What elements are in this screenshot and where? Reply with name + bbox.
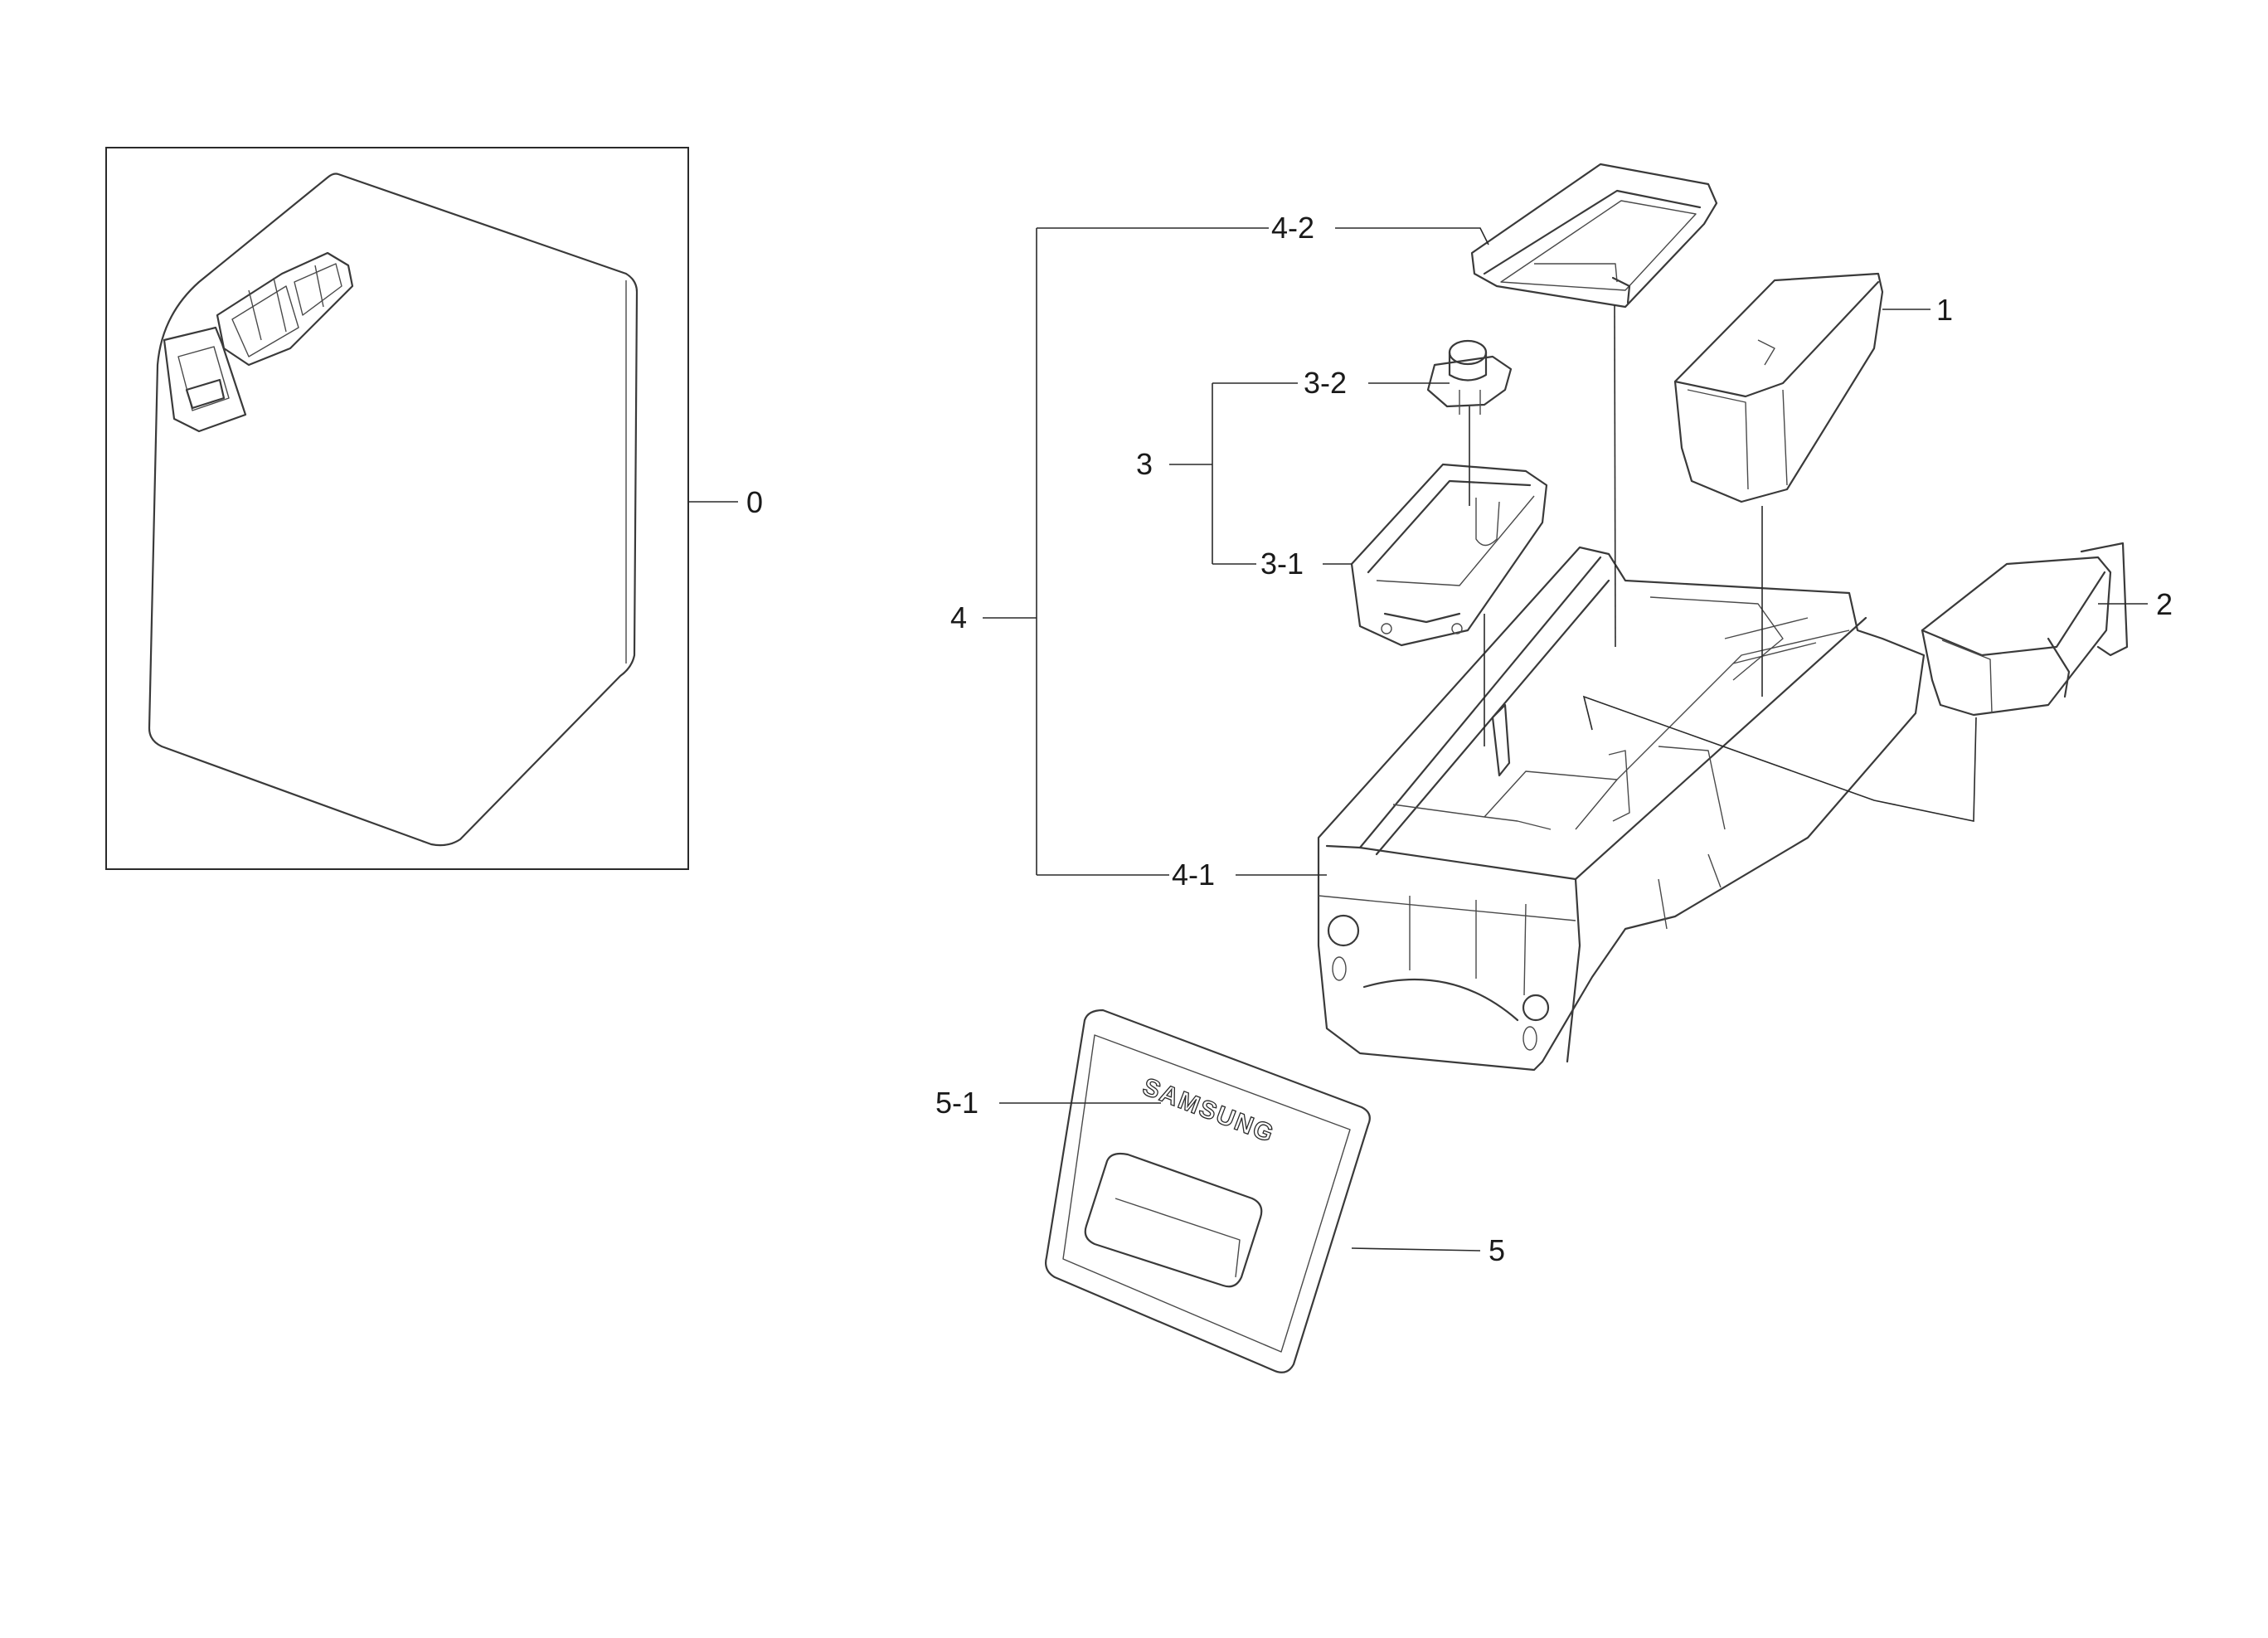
callout-labels: 0 1 2 3 3-1 3-2 4 4-1 4-2 5 5-1 — [746, 211, 2173, 1267]
callout-2: 2 — [2156, 587, 2173, 621]
part-3-2-cap — [1426, 339, 1513, 415]
part-1-bin — [1673, 272, 1884, 503]
part-4-2-tray — [1470, 163, 1718, 309]
callout-3-1: 3-1 — [1260, 547, 1304, 581]
part-4-1-housing — [1317, 546, 1926, 1072]
callout-1: 1 — [1936, 293, 1953, 327]
callout-0: 0 — [746, 485, 763, 519]
samsung-logo: SAMSUNG — [1139, 1073, 1278, 1149]
part-5-panel: SAMSUNG — [1045, 1009, 1371, 1373]
mini-drawer — [163, 251, 354, 433]
callout-3-2: 3-2 — [1304, 366, 1347, 400]
callout-4: 4 — [950, 600, 967, 634]
callout-3: 3 — [1136, 447, 1153, 481]
part-3-1-box — [1350, 463, 1548, 647]
overview-panel — [105, 147, 689, 870]
washer-cabinet — [148, 173, 639, 847]
callout-4-2: 4-2 — [1271, 211, 1314, 245]
callout-4-1: 4-1 — [1172, 858, 1215, 892]
part-2-bin — [1921, 542, 2129, 717]
callout-5: 5 — [1489, 1233, 1505, 1267]
leader-lines — [688, 227, 2148, 1252]
overview-frame — [105, 147, 689, 870]
callout-5-1: 5-1 — [935, 1086, 979, 1120]
